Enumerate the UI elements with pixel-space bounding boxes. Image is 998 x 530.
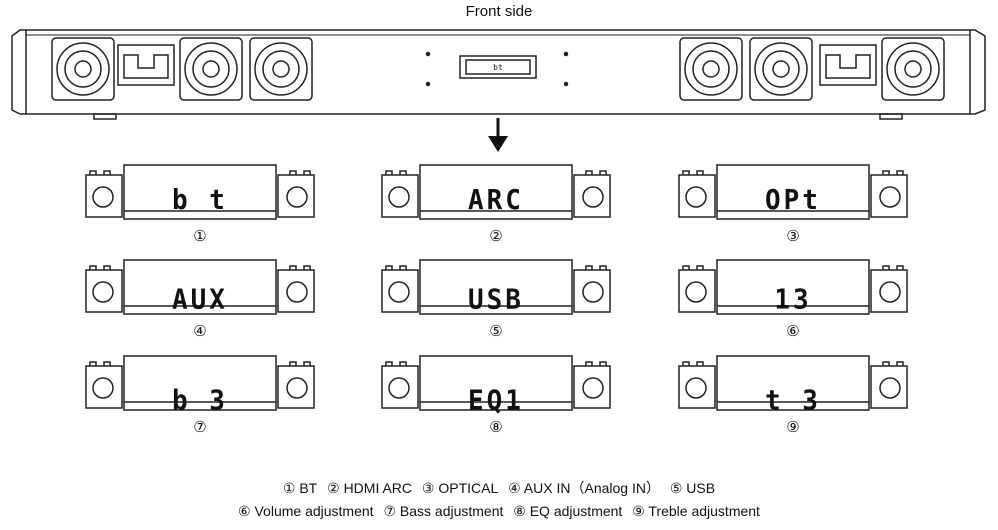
knob-circle bbox=[286, 186, 308, 208]
mode-index-label: ⑦ bbox=[193, 418, 207, 436]
knob-circle bbox=[879, 281, 901, 303]
knob-circle bbox=[685, 281, 707, 303]
legend-line-1: ① BT ② HDMI ARC ③ OPTICAL ④ AUX IN（Analo… bbox=[0, 478, 998, 498]
mode-index-label: ③ bbox=[786, 227, 800, 245]
mode-index-label: ④ bbox=[193, 322, 207, 340]
knob-circle bbox=[582, 281, 604, 303]
legend-item: ① BT bbox=[282, 480, 318, 496]
knob-circle bbox=[582, 377, 604, 399]
legend-line-2: ⑥ Volume adjustment ⑦ Bass adjustment ⑧ … bbox=[0, 503, 998, 520]
down-arrow-icon bbox=[488, 118, 508, 152]
display-readout: USB bbox=[468, 284, 524, 316]
soundbar-display-text: bt bbox=[493, 63, 503, 72]
display-module: ARC bbox=[381, 164, 611, 220]
knob-circle bbox=[879, 377, 901, 399]
front-side-title: Front side bbox=[465, 3, 533, 20]
display-module: t 3 bbox=[678, 355, 908, 417]
display-module: 13 bbox=[678, 259, 908, 316]
display-module: EQ1 bbox=[381, 355, 611, 417]
knob-circle bbox=[286, 377, 308, 399]
soundbar-front bbox=[11, 29, 986, 120]
legend-item: ⑥ Volume adjustment bbox=[238, 503, 374, 519]
knob-circle bbox=[685, 186, 707, 208]
legend-item: ⑧ EQ adjustment bbox=[513, 503, 623, 519]
speaker-right-3 bbox=[881, 37, 945, 101]
speaker-left-1 bbox=[51, 37, 115, 101]
display-readout: b 3 bbox=[172, 385, 228, 417]
display-module: b 3 bbox=[85, 355, 315, 417]
port-right bbox=[819, 44, 877, 86]
knob-circle bbox=[92, 186, 114, 208]
speaker-right-1 bbox=[679, 37, 743, 101]
knob-circle bbox=[388, 281, 410, 303]
legend-item: ⑤ USB bbox=[669, 480, 716, 496]
knob-circle bbox=[92, 377, 114, 399]
knob-circle bbox=[388, 377, 410, 399]
mode-index-label: ⑨ bbox=[786, 418, 800, 436]
display-readout: ARC bbox=[468, 184, 524, 216]
display-module: OPt bbox=[678, 164, 908, 220]
knob-circle bbox=[582, 186, 604, 208]
speaker-right-2 bbox=[749, 37, 813, 101]
knob-circle bbox=[286, 281, 308, 303]
display-module: AUX bbox=[85, 259, 315, 316]
display-readout: OPt bbox=[765, 184, 821, 216]
display-readout: b t bbox=[172, 184, 228, 216]
mode-index-label: ① bbox=[193, 227, 207, 245]
display-module: b t bbox=[85, 164, 315, 220]
display-readout: 13 bbox=[774, 284, 811, 316]
mode-index-label: ② bbox=[489, 227, 503, 245]
legend-item: ⑦ Bass adjustment bbox=[383, 503, 504, 519]
knob-circle bbox=[92, 281, 114, 303]
speaker-left-2 bbox=[179, 37, 243, 101]
legend-item: ⑨ Treble adjustment bbox=[632, 503, 760, 519]
mode-index-label: ⑤ bbox=[489, 322, 503, 340]
mode-index-label: ⑥ bbox=[786, 322, 800, 340]
knob-circle bbox=[685, 377, 707, 399]
knob-circle bbox=[388, 186, 410, 208]
display-readout: AUX bbox=[172, 284, 228, 316]
knob-circle bbox=[879, 186, 901, 208]
soundbar-display bbox=[459, 55, 537, 79]
legend-item: ② HDMI ARC bbox=[327, 480, 413, 496]
port-left bbox=[117, 44, 175, 86]
legend-item: ④ AUX IN（Analog IN） bbox=[508, 480, 660, 496]
display-module: USB bbox=[381, 259, 611, 316]
display-readout: EQ1 bbox=[468, 385, 524, 417]
speaker-left-3 bbox=[249, 37, 313, 101]
legend-item: ③ OPTICAL bbox=[421, 480, 499, 496]
mode-index-label: ⑧ bbox=[489, 418, 503, 436]
display-readout: t 3 bbox=[765, 385, 821, 417]
